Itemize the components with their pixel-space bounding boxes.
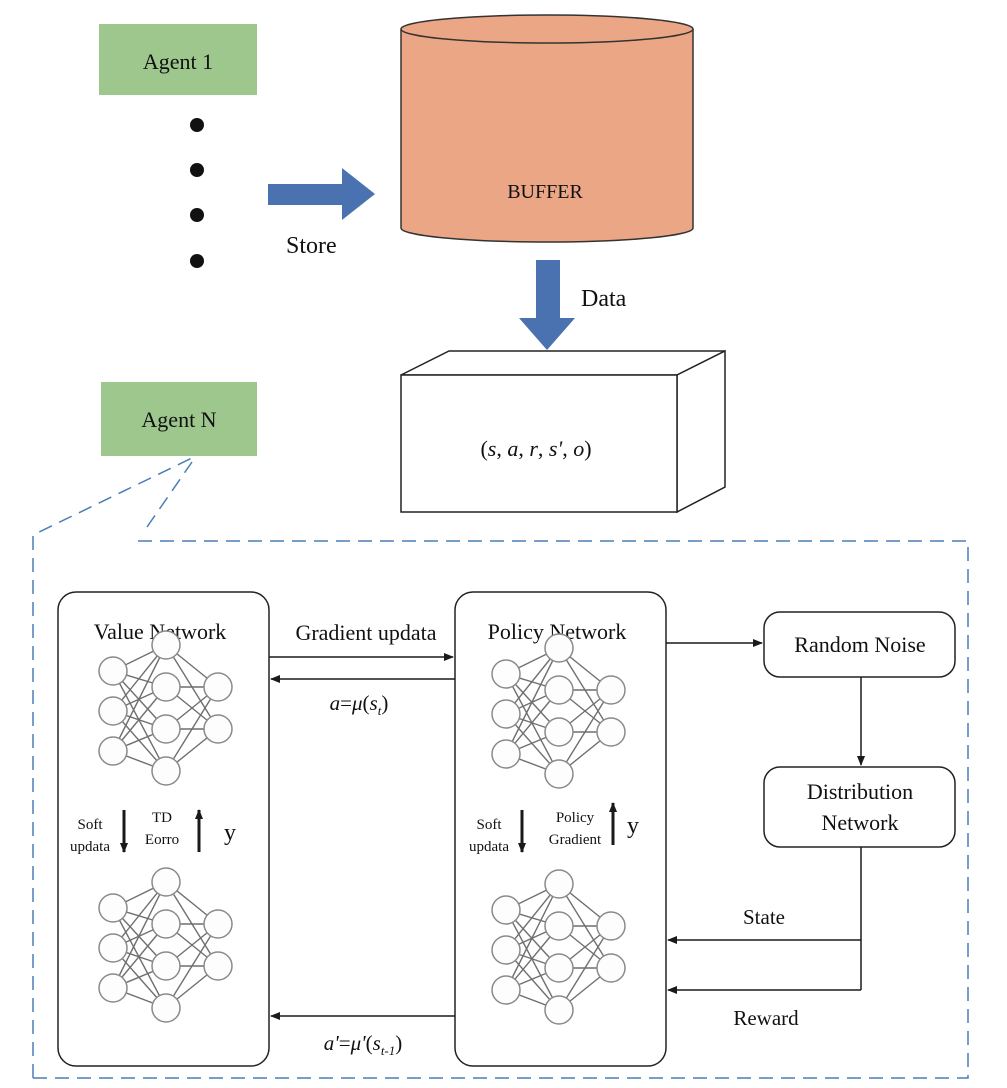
- nn-edge: [505, 883, 560, 991]
- y-label: y: [627, 813, 639, 839]
- target-action-label: a'=μ'(st-1): [324, 1031, 403, 1058]
- ellipsis-dots: [190, 118, 204, 268]
- nn-edge: [505, 647, 560, 755]
- state-label: State: [743, 905, 785, 929]
- nn-node: [544, 995, 574, 1025]
- tuple-box: (s, a, r, s', o): [400, 349, 726, 514]
- soft-label: Soft: [476, 817, 502, 833]
- distribution-label-line1: Distribution: [807, 779, 913, 804]
- nn-lower: [98, 867, 233, 1023]
- data-label: Data: [581, 286, 627, 312]
- nn-node: [151, 951, 181, 981]
- nn-node: [203, 672, 233, 702]
- nn-edge: [112, 644, 167, 752]
- tuple-label: (s, a, r, s', o): [480, 436, 591, 461]
- policy-label: Policy: [556, 810, 595, 826]
- nn-node: [596, 953, 626, 983]
- nn-node: [151, 630, 181, 660]
- nn-node: [596, 675, 626, 705]
- nn-node: [98, 656, 128, 686]
- nn-node: [596, 717, 626, 747]
- y-label: y: [224, 820, 236, 846]
- nn-edge: [165, 923, 219, 1009]
- store-arrow: [268, 168, 375, 220]
- distribution-label-line2: Network: [822, 810, 899, 835]
- action-label: a=μ(st): [330, 691, 389, 718]
- nn-edge: [112, 670, 167, 772]
- policy-network-panel: Policy Network Soft updata Policy Gradie…: [454, 591, 667, 1067]
- random-noise-box: Random Noise: [763, 611, 956, 678]
- dot: [190, 254, 204, 268]
- nn-edge: [112, 881, 167, 989]
- nn-node: [203, 951, 233, 981]
- nn-edge: [112, 907, 167, 1009]
- nn-node: [98, 973, 128, 1003]
- nn-node: [151, 867, 181, 897]
- agent-1-box: Agent 1: [99, 24, 257, 95]
- nn-node: [98, 933, 128, 963]
- eorro-label: Eorro: [145, 832, 179, 848]
- reward-label: Reward: [733, 1006, 799, 1030]
- soft-label: Soft: [77, 817, 103, 833]
- td-label: TD: [152, 810, 172, 826]
- nn-node: [203, 909, 233, 939]
- nn-node: [151, 756, 181, 786]
- nn-node: [151, 993, 181, 1023]
- data-arrow: [519, 260, 575, 350]
- nn-node: [596, 911, 626, 941]
- random-noise-label: Random Noise: [794, 632, 925, 657]
- dot: [190, 208, 204, 222]
- nn-node: [98, 696, 128, 726]
- nn-node: [98, 893, 128, 923]
- nn-upper: [491, 633, 626, 789]
- buffer-label: BUFFER: [507, 181, 583, 203]
- dot: [190, 163, 204, 177]
- nn-node: [491, 975, 521, 1005]
- gradient-label: Gradient: [549, 832, 602, 848]
- zoom-callout: [32, 457, 969, 1079]
- nn-node: [491, 699, 521, 729]
- nn-node: [491, 935, 521, 965]
- nn-edge: [558, 925, 612, 1011]
- nn-node: [151, 909, 181, 939]
- nn-node: [544, 717, 574, 747]
- nn-node: [544, 633, 574, 663]
- value-network-panel: Value Network Soft updata TD Eorro y: [57, 591, 270, 1067]
- buffer-cylinder: BUFFER: [400, 14, 694, 243]
- nn-node: [544, 953, 574, 983]
- nn-upper: [98, 630, 233, 786]
- updata-label: updata: [469, 839, 509, 855]
- nn-node: [544, 675, 574, 705]
- nn-node: [151, 714, 181, 744]
- nn-edge: [165, 686, 219, 772]
- nn-node: [544, 759, 574, 789]
- nn-node: [544, 911, 574, 941]
- nn-node: [491, 895, 521, 925]
- updata-label: updata: [70, 839, 110, 855]
- nn-node: [203, 714, 233, 744]
- distribution-network-box: Distribution Network: [763, 766, 956, 848]
- nn-node: [544, 869, 574, 899]
- agent-n-label: Agent N: [141, 407, 216, 432]
- nn-node: [151, 672, 181, 702]
- nn-node: [98, 736, 128, 766]
- dot: [190, 118, 204, 132]
- agent-n-box: Agent N: [101, 382, 257, 456]
- agent-1-label: Agent 1: [143, 49, 213, 74]
- gradient-update-label: Gradient updata: [295, 620, 436, 645]
- nn-node: [491, 659, 521, 689]
- store-label: Store: [286, 233, 337, 259]
- nn-lower: [491, 869, 626, 1025]
- nn-edge: [505, 673, 560, 775]
- nn-node: [491, 739, 521, 769]
- nn-edge: [505, 909, 560, 1011]
- nn-edge: [558, 689, 612, 775]
